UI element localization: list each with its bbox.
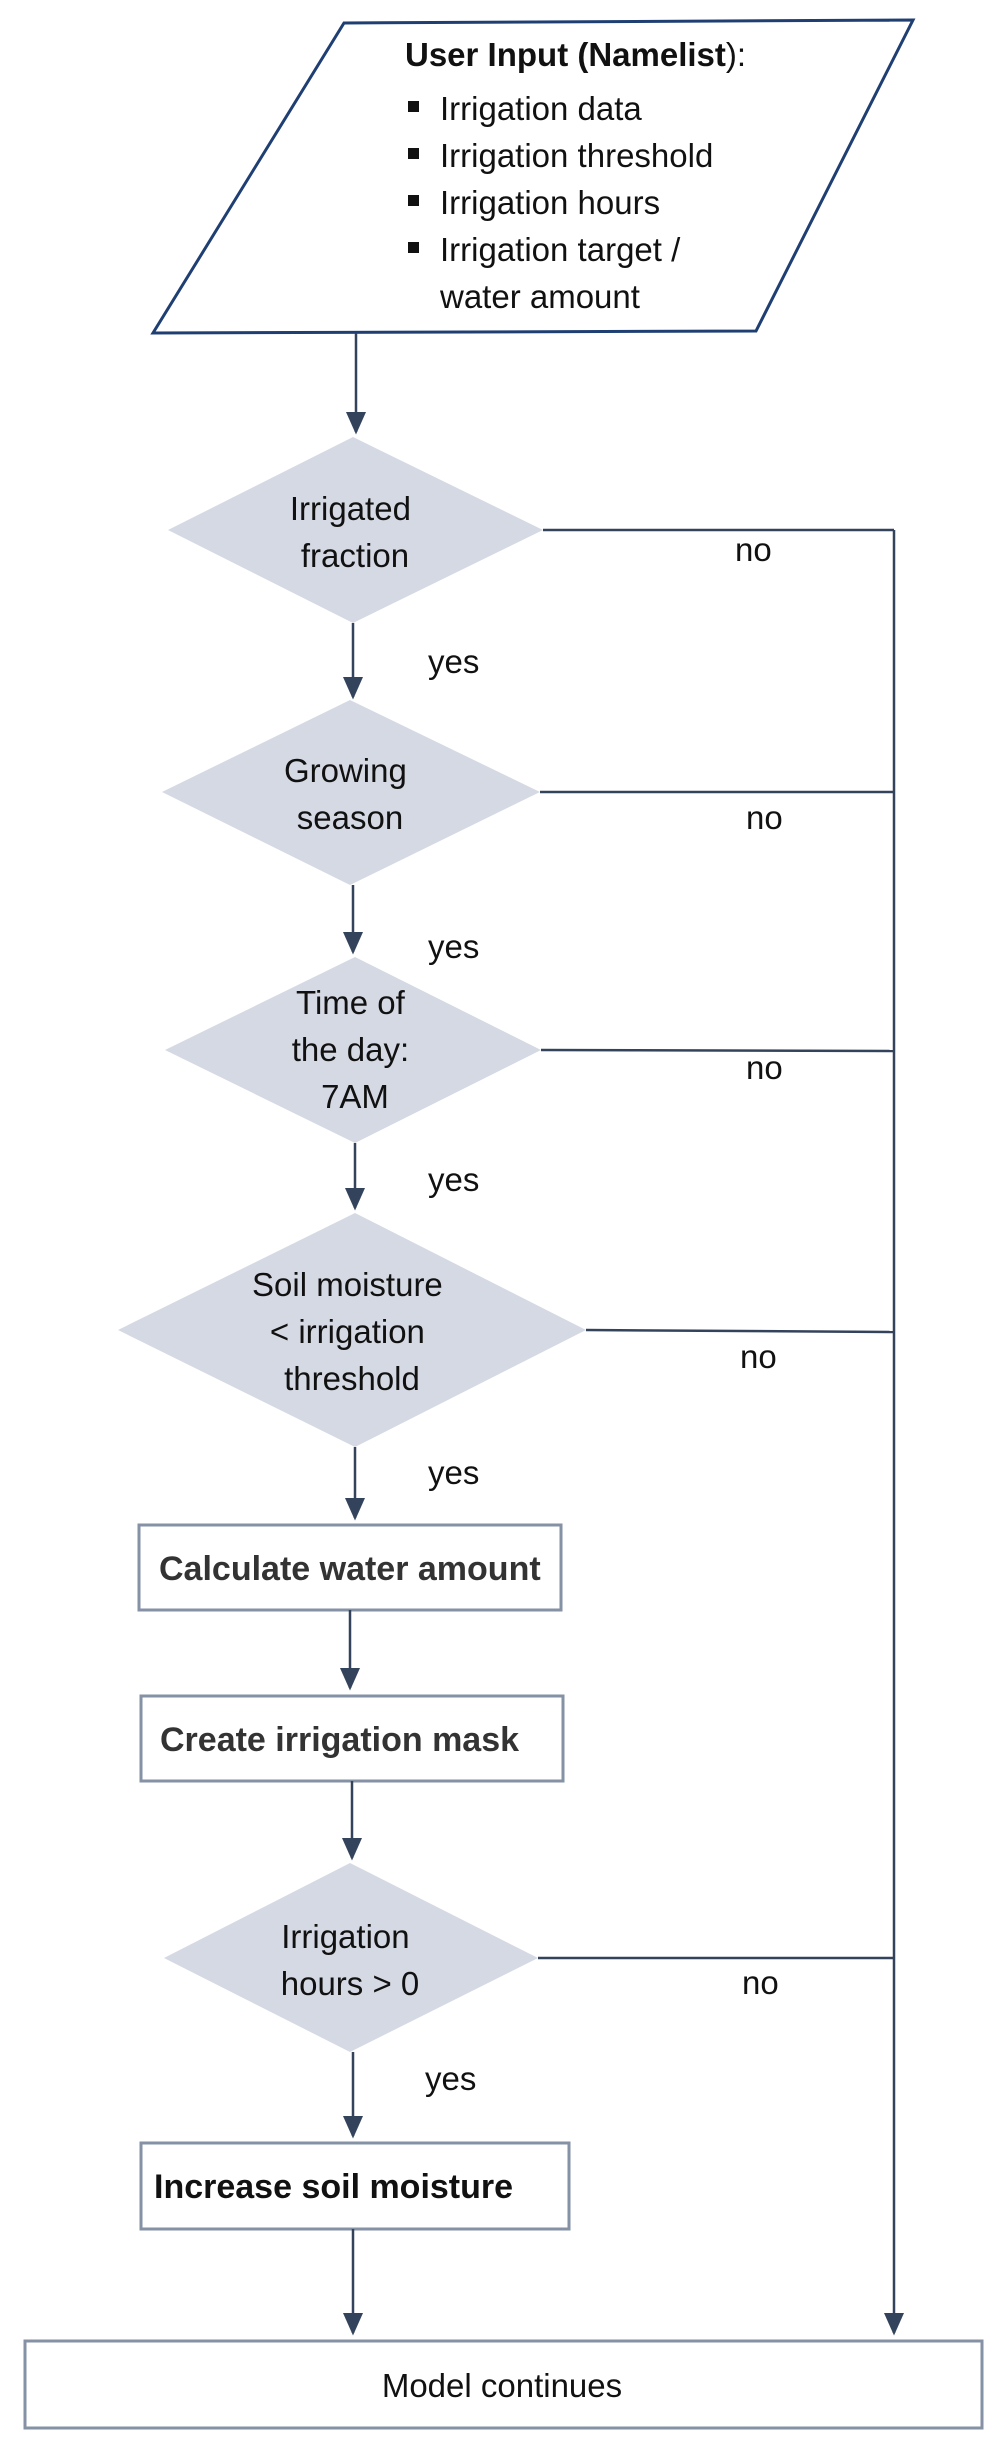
bullet-icon (408, 148, 419, 159)
process-create-irrigation-mask (139, 1694, 565, 1783)
user-input-shape (150, 18, 916, 335)
no-branches (538, 528, 904, 2336)
user-input-item-continued: water amount (439, 278, 640, 315)
process-create-irrigation-mask-label: Create irrigation mask (160, 1721, 519, 1759)
process-calculate-water-amount-label: Calculate water amount (159, 1550, 541, 1588)
yes-label: yes (425, 2060, 476, 2097)
decision-irrigated-fraction-label: Irrigated fraction (290, 490, 420, 574)
user-input-list: Irrigation data Irrigation threshold Irr… (408, 90, 713, 315)
decision-irrigation-hours (164, 1863, 538, 2052)
decision-soil-moisture (118, 1213, 586, 1447)
no-branch-line (540, 1048, 895, 1053)
user-input-title: User Input (Namelist): (405, 36, 746, 73)
decision-time-of-day-label: Time of the day: 7AM (292, 984, 419, 1115)
user-input-item: Irrigation threshold (440, 137, 713, 174)
yes-label: yes (428, 1161, 479, 1198)
no-label: no (735, 531, 772, 568)
process-increase-soil-moisture-label: Increase soil moisture (154, 2168, 513, 2206)
no-branch-line (585, 1328, 895, 1334)
model-continues-box (23, 2339, 984, 2430)
bullet-icon (408, 195, 419, 206)
yes-label: yes (428, 643, 479, 680)
no-label: no (746, 1049, 783, 1086)
no-label: no (746, 799, 783, 836)
decision-irrigated-fraction (168, 437, 543, 623)
user-input-item: Irrigation target / (440, 231, 681, 268)
process-increase-soil-moisture (139, 2141, 571, 2231)
decision-irrigation-hours-label: Irrigation hours > 0 (281, 1918, 420, 2002)
yes-label: yes (428, 1454, 479, 1491)
decision-soil-moisture-label: Soil moisture < irrigation threshold (252, 1266, 452, 1397)
bullet-icon (408, 101, 419, 112)
user-input-item: Irrigation data (440, 90, 642, 127)
bullet-icon (408, 242, 419, 253)
decision-time-of-day (165, 957, 541, 1143)
decision-growing-season-label: Growing season (284, 752, 416, 836)
no-label: no (742, 1964, 779, 2001)
model-continues-label: Model continues (382, 2367, 622, 2404)
yes-label: yes (428, 928, 479, 965)
user-input-item: Irrigation hours (440, 184, 660, 221)
no-label: no (740, 1338, 777, 1375)
decision-growing-season (162, 700, 540, 885)
